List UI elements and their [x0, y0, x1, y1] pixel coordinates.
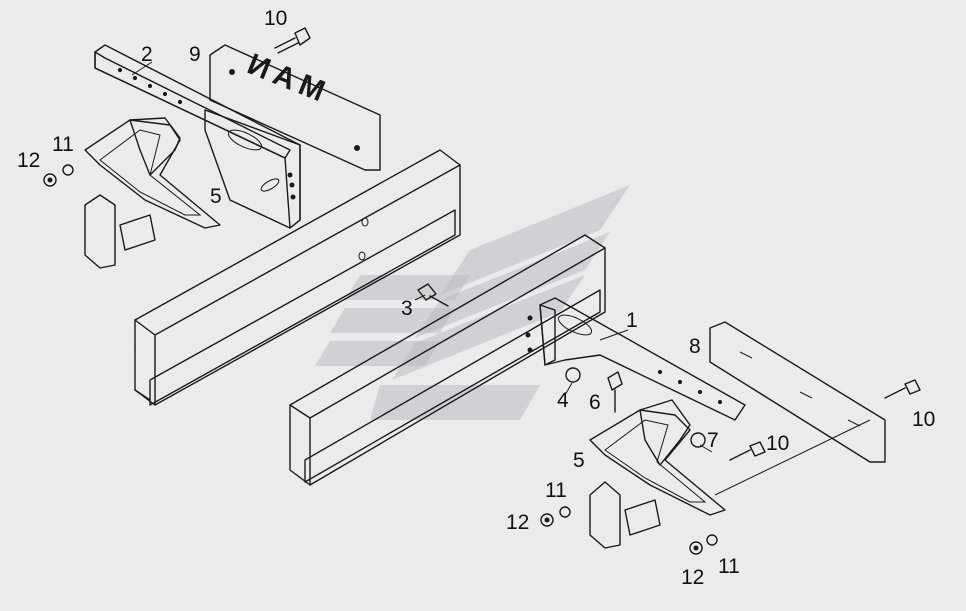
callout-5-right: 5: [573, 449, 585, 472]
right-fasteners: [540, 506, 718, 555]
callout-10-top: 10: [264, 7, 288, 30]
watermark-logo: [315, 185, 630, 420]
plate-lettering: ИАМ: [243, 48, 335, 111]
right-mudflap-bracket: [589, 399, 726, 516]
left-mudflap-bracket: [84, 117, 221, 229]
callout-3: 3: [401, 297, 413, 320]
callout-11-right: 11: [545, 479, 567, 502]
callout-1: 1: [626, 309, 638, 332]
right-bolts: [729, 379, 921, 461]
right-frame-rail: [289, 234, 606, 486]
bolt-6-and-nut-7: [607, 371, 706, 448]
callout-6: 6: [589, 391, 601, 414]
center-bolt: [417, 283, 449, 307]
callout-4: 4: [557, 389, 569, 412]
callout-5-left: 5: [210, 185, 222, 208]
callout-12-bottom: 12: [681, 566, 705, 589]
callout-2: 2: [141, 43, 153, 66]
right-license-plate: [709, 321, 886, 463]
callout-10-right: 10: [912, 408, 936, 431]
top-license-plate: ИАМ: [209, 44, 381, 171]
callout-12-left: 12: [17, 149, 41, 172]
callout-10-mid: 10: [766, 432, 790, 455]
callout-9: 9: [189, 43, 201, 66]
nut-4: [565, 367, 581, 383]
top-bolt: [274, 27, 311, 54]
left-mudflap: [84, 194, 156, 269]
callout-7: 7: [707, 429, 719, 452]
left-fasteners: [43, 164, 74, 187]
left-frame-rail: [134, 149, 461, 406]
right-mudflap: [589, 481, 661, 549]
callout-11-left: 11: [52, 133, 74, 156]
callout-8: 8: [689, 335, 701, 358]
callout-12-right: 12: [506, 511, 530, 534]
callout-11-bottom: 11: [718, 555, 740, 578]
right-bracket-bar: [525, 297, 746, 421]
left-bracket-bar: [94, 44, 301, 229]
leader-lines: [131, 61, 871, 496]
